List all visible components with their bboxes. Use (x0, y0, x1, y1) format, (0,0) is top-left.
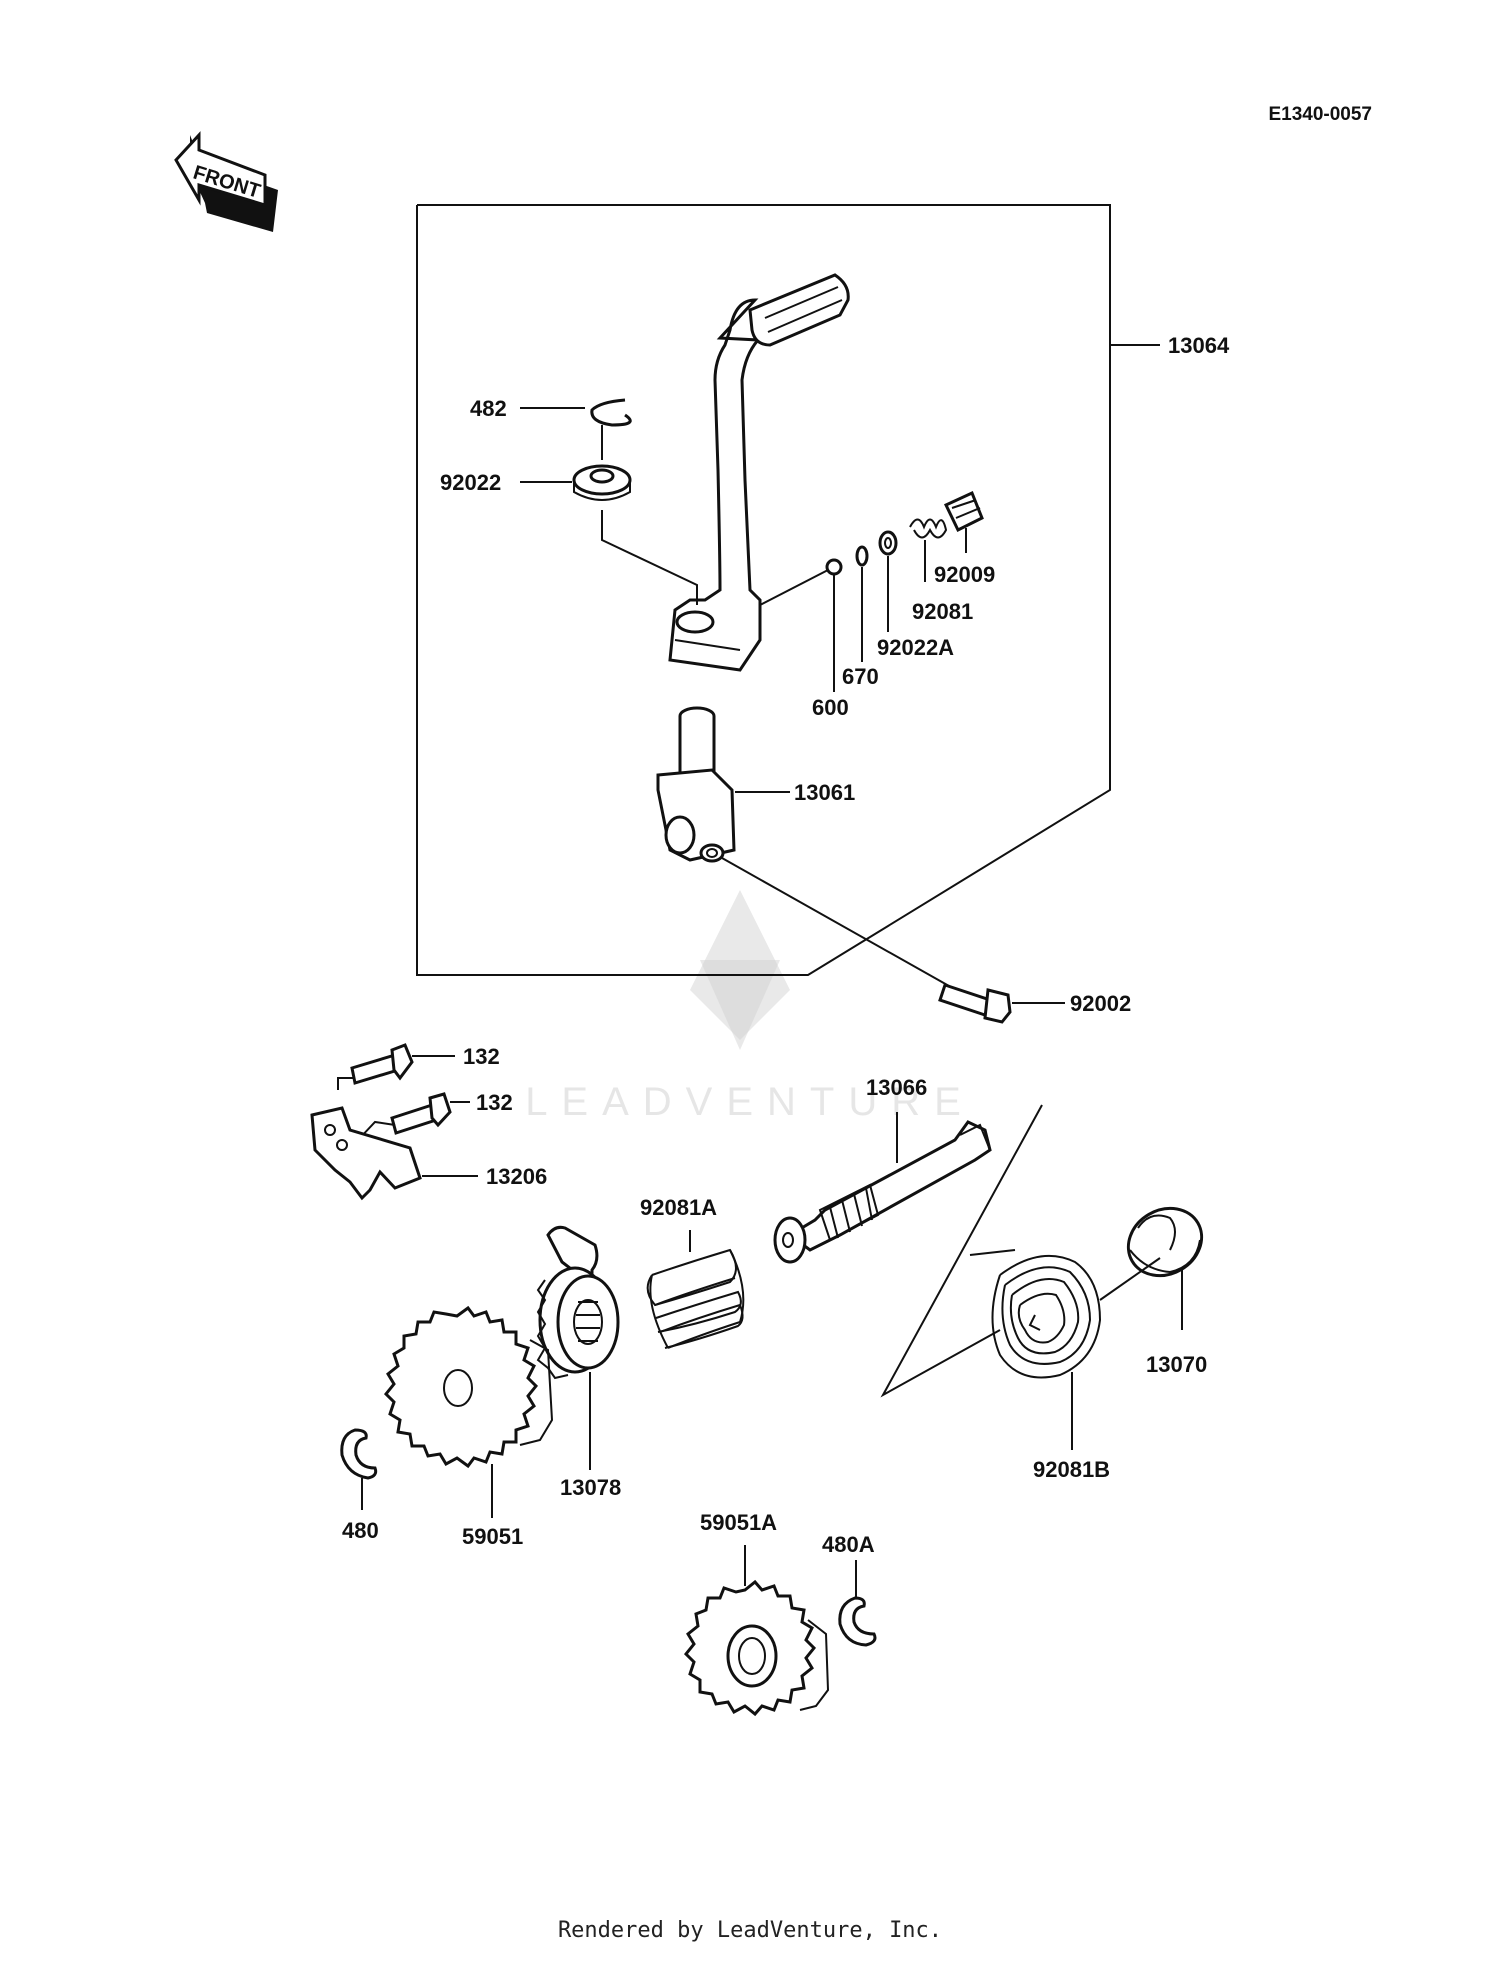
part-label-13206: 13206 (486, 1164, 547, 1189)
part-label-13070: 13070 (1146, 1352, 1207, 1377)
part-label-132-upper: 132 (463, 1044, 500, 1069)
circlip-480A (838, 1596, 877, 1647)
front-arrow-icon: FRONT (174, 131, 278, 232)
ring-670 (855, 545, 869, 567)
kick-shaft-13066 (773, 1120, 992, 1264)
bolt-132-lower (390, 1092, 452, 1135)
part-label-92081: 92081 (912, 599, 973, 624)
watermark-text: LEADVENTURE (525, 1080, 975, 1124)
part-label-600: 600 (812, 695, 849, 720)
circlip-480 (340, 1428, 378, 1480)
spring-92081A (646, 1248, 745, 1349)
bolt-132-upper (350, 1043, 414, 1085)
washer-92022 (572, 464, 632, 501)
ratchet-13078 (536, 1225, 620, 1380)
kick-shaft-13061 (656, 706, 736, 863)
diagram-code: E1340-0057 (1268, 104, 1372, 125)
part-label-13064: 13064 (1168, 333, 1230, 358)
gear-59051 (383, 1305, 554, 1469)
part-label-480A: 480A (822, 1532, 875, 1557)
part-label-13078: 13078 (560, 1475, 621, 1500)
part-label-670: 670 (842, 664, 879, 689)
collar-13070 (1126, 1206, 1204, 1278)
part-label-480: 480 (342, 1518, 379, 1543)
washer-92022A (878, 530, 898, 556)
part-label-92022: 92022 (440, 470, 501, 495)
leadventure-watermark: LEADVENTURE (525, 890, 975, 1124)
return-spring-92081B (969, 1249, 1161, 1379)
part-label-59051A: 59051A (700, 1510, 777, 1535)
kick-pedal-arm (668, 273, 850, 672)
part-label-13061: 13061 (794, 780, 855, 805)
footer-credit: Rendered by LeadVenture, Inc. (557, 1918, 943, 1943)
part-label-13066: 13066 (866, 1075, 927, 1100)
part-label-132-lower: 132 (476, 1090, 513, 1115)
part-label-482: 482 (470, 396, 507, 421)
part-label-92081A: 92081A (640, 1195, 717, 1220)
part-label-92022A: 92022A (877, 635, 954, 660)
part-label-92002: 92002 (1070, 991, 1131, 1016)
cap-92009 (943, 490, 984, 533)
part-label-92081B: 92081B (1033, 1457, 1110, 1482)
ball-600 (825, 558, 843, 576)
part-label-92009: 92009 (934, 562, 995, 587)
spring-92081 (909, 518, 948, 539)
guide-plate-13206 (310, 1106, 422, 1201)
clip-482 (590, 398, 632, 427)
bolt-92002 (938, 983, 1012, 1024)
assembly-box (416, 204, 1111, 976)
gear-59051A (683, 1579, 830, 1717)
part-label-59051: 59051 (462, 1524, 523, 1549)
